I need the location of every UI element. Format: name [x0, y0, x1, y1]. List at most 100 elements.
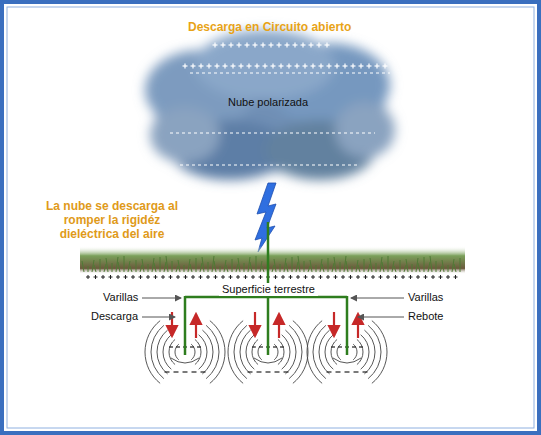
plus-sign	[313, 275, 314, 279]
grass-blade	[316, 265, 317, 272]
grass-blade	[148, 264, 149, 272]
wave-arc	[289, 325, 302, 378]
grass-blade	[322, 264, 324, 272]
plus-sign	[240, 64, 241, 69]
wave-arc	[364, 330, 375, 374]
grass-blade	[370, 258, 372, 272]
grass-blade	[416, 258, 418, 272]
discharge-arrow	[333, 312, 335, 336]
grass-blade	[368, 264, 370, 272]
grass-blade	[164, 262, 166, 272]
plus-sign	[224, 64, 225, 69]
minus-sign	[336, 371, 341, 372]
grass-blade	[190, 264, 192, 272]
ground-charges	[86, 275, 458, 279]
plus-sign	[254, 43, 255, 48]
wave-arc	[325, 335, 333, 369]
grass-blade	[140, 265, 142, 272]
grass-blade	[244, 263, 245, 272]
plus-sign	[304, 64, 305, 69]
grass-blade	[344, 256, 346, 272]
grass-blade	[346, 261, 348, 272]
grass-blade	[142, 259, 144, 272]
plus-sign	[365, 275, 366, 279]
grass-blade	[176, 266, 178, 272]
plus-sign	[433, 275, 434, 279]
plus-sign	[216, 64, 217, 69]
minus-sign	[345, 371, 350, 372]
minus-sign	[331, 346, 335, 347]
wave-arc	[252, 339, 258, 364]
wave-arc	[285, 330, 296, 374]
plus-sign	[302, 43, 303, 48]
wave-arc	[357, 339, 363, 364]
grass-blade	[136, 260, 137, 272]
wave-arc	[293, 321, 308, 384]
wave-arc	[206, 325, 219, 378]
grass-blade	[460, 258, 461, 272]
wave-arc	[145, 321, 160, 384]
plus-sign	[455, 275, 456, 279]
plus-sign	[328, 64, 329, 69]
wave-arc	[372, 321, 387, 384]
grass-blade	[154, 263, 156, 272]
grass-blade	[82, 261, 84, 272]
plus-sign	[343, 275, 344, 279]
grass-blade	[226, 265, 228, 272]
grass-blade	[442, 260, 444, 272]
grass-blade	[100, 259, 101, 272]
wave-arc	[202, 330, 213, 374]
minus-sign	[169, 346, 173, 347]
grass-blade	[428, 262, 430, 272]
grass-blade	[272, 265, 274, 272]
grass-blade	[178, 260, 180, 272]
plus-sign	[170, 275, 171, 279]
grass-blade	[124, 256, 125, 272]
wave-arc	[240, 330, 251, 374]
plus-sign	[222, 43, 223, 48]
wave-arc	[163, 335, 171, 369]
plus-sign	[294, 43, 295, 48]
plus-sign	[278, 43, 279, 48]
grass-blade	[220, 266, 221, 272]
waves	[145, 321, 387, 384]
plus-sign	[260, 275, 261, 279]
grass-blade	[200, 263, 202, 272]
plus-sign	[256, 64, 257, 69]
plus-sign	[384, 64, 385, 69]
minus-sign	[275, 371, 280, 372]
grass-blade	[296, 262, 298, 272]
grass-blade	[400, 260, 401, 272]
grass-blade	[454, 264, 456, 272]
wave-arc	[282, 335, 290, 369]
plus-sign	[200, 275, 201, 279]
plus-sign	[133, 275, 134, 279]
plus-sign	[148, 275, 149, 279]
plus-sign	[296, 64, 297, 69]
plus-sign	[448, 275, 449, 279]
grass-blade	[332, 263, 334, 272]
plus-sign	[380, 275, 381, 279]
plus-sign	[232, 64, 233, 69]
plus-sign	[290, 275, 291, 279]
plus-sign	[230, 275, 231, 279]
grass-blade	[388, 256, 389, 272]
plus-sign	[262, 43, 263, 48]
minus-sign	[273, 346, 277, 347]
wave-arc	[151, 325, 164, 378]
plus-sign	[230, 43, 231, 48]
minus-sign	[338, 346, 342, 347]
rebound-arrow	[278, 314, 280, 338]
grass-blade	[236, 264, 238, 272]
wave-arc	[195, 339, 201, 364]
plus-sign	[246, 43, 247, 48]
grass-blade	[116, 257, 118, 272]
rod-label: Varillas	[103, 291, 138, 304]
plus-sign	[192, 64, 193, 69]
grass-blade	[292, 257, 293, 272]
grass-blade	[424, 257, 425, 272]
cloud-layer	[180, 165, 360, 166]
wave-arc	[331, 339, 337, 364]
grass-blade	[448, 265, 449, 272]
minus-sign	[192, 371, 197, 372]
